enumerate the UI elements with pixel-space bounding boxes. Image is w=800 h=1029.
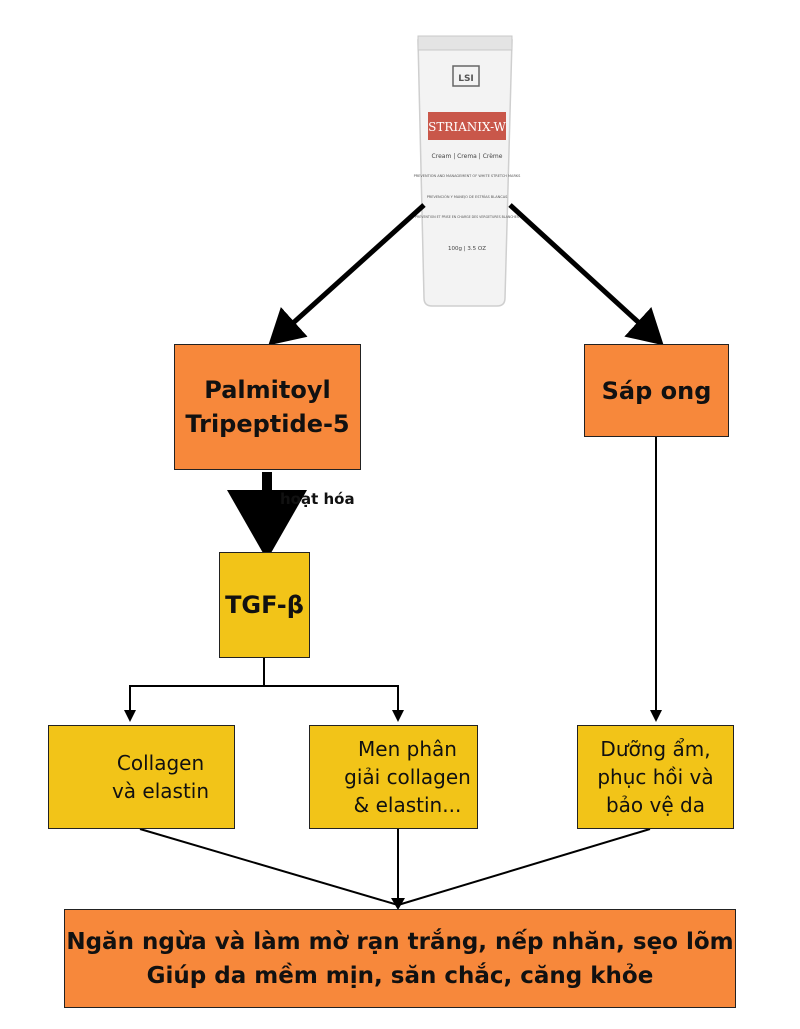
tgf-beta-node: TGF-β — [219, 552, 310, 658]
bracket-tgf-split — [129, 657, 399, 712]
arrowhead-to-result — [391, 898, 405, 910]
arrow-tube-to-palmitoyl — [268, 203, 426, 346]
duong-am-node: Dưỡng ẩm, phục hồi và bảo vệ da — [577, 725, 734, 829]
weight-text: 100g | 3.5 OZ — [448, 246, 486, 252]
logo-frame — [452, 65, 480, 87]
line-duong-to-result — [397, 828, 651, 906]
arrowhead-to-men — [392, 710, 404, 722]
arrowhead-to-duong — [650, 710, 662, 722]
claim-fr-text: PRÉVENTION ET PRISE EN CHARGE DES VERGET… — [415, 214, 519, 219]
palmitoyl-tripeptide-node: Palmitoyl Tripeptide-5 — [174, 344, 361, 470]
result-line-2: Giúp da mềm mịn, săn chắc, căng khỏe — [146, 962, 654, 989]
brand-text: STRIANIX-W — [428, 120, 506, 134]
type-text: Cream | Crema | Crème — [432, 153, 503, 160]
claim-en-text: PREVENTION AND MANAGEMENT OF WHITE STRET… — [414, 174, 522, 178]
men-phan-giai-label: Men phân giải collagen & elastin... — [344, 737, 471, 817]
men-phan-giai-node: Men phân giải collagen & elastin... — [309, 725, 478, 829]
claim-es-text: PREVENCIÓN Y MANEJO DE ESTRÍAS BLANCAS — [427, 194, 508, 199]
arrowhead-to-collagen — [124, 710, 136, 722]
product-tube-image: LSI STRIANIX-W Cream | Crema | Crème PRE… — [414, 35, 522, 307]
line-collagen-to-result — [139, 828, 399, 906]
sap-ong-node: Sáp ong — [584, 344, 729, 437]
collagen-elastin-label: Collagen và elastin — [111, 751, 210, 803]
result-node: Ngăn ngừa và làm mờ rạn trắng, nếp nhăn,… — [64, 909, 736, 1008]
result-line-1: Ngăn ngừa và làm mờ rạn trắng, nếp nhăn,… — [66, 928, 734, 955]
logo-text: LSI — [458, 74, 474, 84]
edge-label-hoat-hoa: hoạt hóa — [280, 490, 355, 508]
collagen-elastin-node: Collagen và elastin — [48, 725, 235, 829]
arrow-tube-to-sap-ong — [508, 203, 664, 346]
brand-band — [428, 112, 506, 140]
